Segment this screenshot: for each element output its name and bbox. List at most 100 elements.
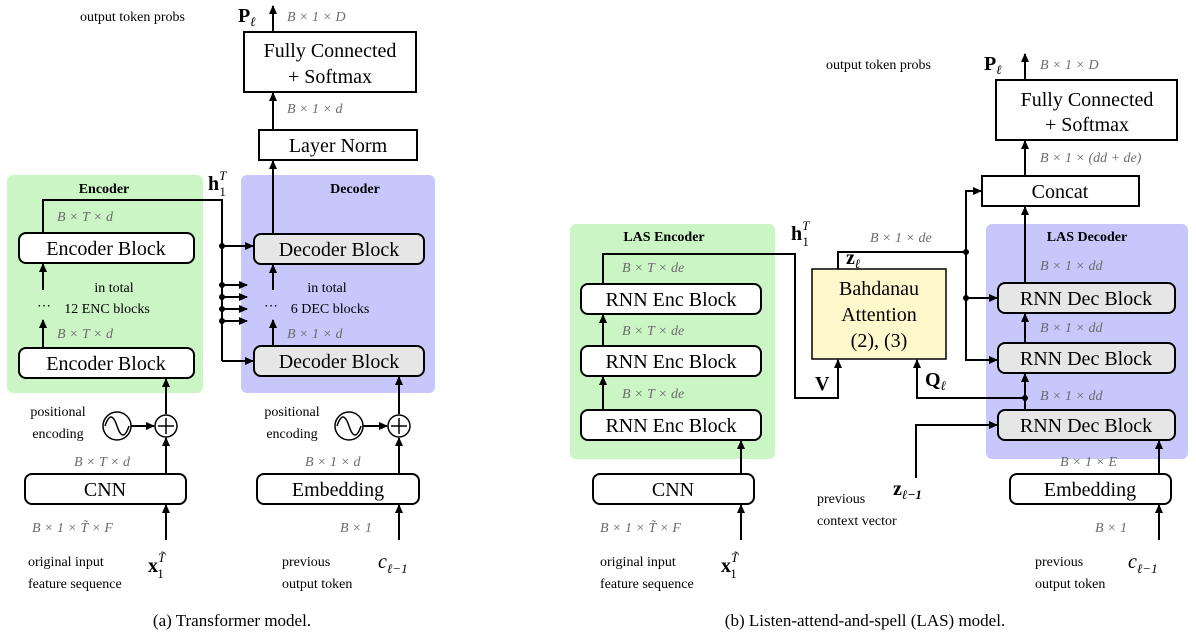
las-rnn-enc-2-label: RNN Enc Block <box>605 351 736 373</box>
las-rnn-dec-block-3 <box>997 282 1176 314</box>
z-l-symbol: zℓ <box>846 247 860 271</box>
enc-total-line1: in total <box>94 281 133 296</box>
attn-line3: (2), (3) <box>851 330 908 352</box>
output-token-probs-label: output token probs <box>80 10 185 25</box>
las-output-probs-label: output token probs <box>826 58 931 73</box>
las-encoder-title: LAS Encoder <box>623 230 704 245</box>
q-l-symbol: Qℓ <box>925 369 946 393</box>
las-embedding-label: Embedding <box>1044 479 1136 501</box>
las-dim-enc-mid2: B × T × de <box>622 387 684 402</box>
svg-text:⋯: ⋯ <box>264 299 278 314</box>
dec-sinusoid-icon <box>334 411 364 441</box>
las-rnn-dec-block-1 <box>997 409 1176 441</box>
las-cnn-box <box>592 473 755 505</box>
enc-total-line2: 12 ENC blocks <box>64 302 150 317</box>
las-p-l-symbol: Pℓ <box>984 53 1002 77</box>
las-fc-box <box>995 79 1178 141</box>
svg-text:⋯: ⋯ <box>37 299 51 314</box>
las-x-symbol: xT̃1 <box>721 550 739 581</box>
las-orig-input-2: feature sequence <box>600 577 694 592</box>
dec-total-line1: in total <box>307 281 346 296</box>
las-diagram: LAS Encoder LAS Decoder output token pro… <box>570 53 1188 630</box>
x-symbol: xT̃1 <box>148 550 166 581</box>
fc-label-line2: + Softmax <box>288 66 372 88</box>
dim-enc-mid: B × T × d <box>57 327 114 342</box>
las-rnn-dec-2-label: RNN Dec Block <box>1020 348 1152 370</box>
las-rnn-enc-3-label: RNN Enc Block <box>605 289 736 311</box>
z-prev-symbol: zℓ−1 <box>893 478 922 502</box>
dim-cnn-in: B × 1 × T̃ × F <box>32 520 113 536</box>
dec-add-icon <box>387 414 411 438</box>
las-prev-out-2: output token <box>1035 577 1105 592</box>
dec-positional-label-1: positional <box>264 405 319 420</box>
las-dim-emb-in: B × 1 <box>1095 521 1127 536</box>
enc-positional-label-1: positional <box>30 405 85 420</box>
las-embedding-box <box>1009 473 1172 505</box>
las-orig-input-1: original input <box>600 555 676 570</box>
las-dim-z: B × 1 × de <box>870 231 932 246</box>
layer-norm-label: Layer Norm <box>289 135 388 157</box>
las-dim-output: B × 1 × D <box>1040 58 1099 73</box>
las-dim-dec3: B × 1 × dd <box>1040 389 1103 404</box>
las-dim-cnn-in: B × 1 × T̃ × F <box>600 520 681 536</box>
las-dim-dec2: B × 1 × dd <box>1040 321 1103 336</box>
attn-line2: Attention <box>841 304 917 326</box>
dim-emb-out: B × 1 × d <box>305 455 361 470</box>
las-dim-dec1: B × 1 × dd <box>1040 259 1103 274</box>
attn-line1: Bahdanau <box>839 278 919 300</box>
encoder-block-bottom-label: Encoder Block <box>46 353 165 375</box>
encoder-block-top-label: Encoder Block <box>46 238 165 260</box>
las-rnn-enc-block-2 <box>580 345 762 377</box>
encoder-title: Encoder <box>79 182 130 197</box>
las-rnn-enc-1-label: RNN Enc Block <box>605 415 736 437</box>
dim-enc-top: B × T × d <box>57 210 114 225</box>
concat-label: Concat <box>1032 181 1089 203</box>
bahdanau-attention-box <box>811 268 947 360</box>
dim-cnn-out: B × T × d <box>74 455 131 470</box>
cnn-label: CNN <box>84 479 126 501</box>
decoder-block-top-label: Decoder Block <box>279 239 400 261</box>
dec-positional-label-2: encoding <box>266 427 317 442</box>
dim-fc-in: B × 1 × d <box>287 102 343 117</box>
decoder-title: Decoder <box>330 182 380 197</box>
fc-label-line1: Fully Connected <box>264 40 397 62</box>
las-fc-line2: + Softmax <box>1045 114 1129 136</box>
orig-input-line1: original input <box>28 555 104 570</box>
las-dim-enc-mid1: B × T × de <box>622 324 684 339</box>
c-prev-symbol: cℓ−1 <box>378 551 408 576</box>
cnn-box <box>24 473 187 505</box>
encoder-block-bottom <box>18 347 195 379</box>
encoder-region <box>7 175 203 393</box>
las-rnn-dec-3-label: RNN Dec Block <box>1020 288 1152 310</box>
decoder-region <box>241 175 435 393</box>
las-dim-concat-out: B × 1 × (dd + de) <box>1040 151 1142 166</box>
dim-emb-in: B × 1 <box>340 521 372 536</box>
las-rnn-enc-block-3 <box>580 283 762 315</box>
concat-box <box>981 175 1140 207</box>
prev-out-line1: previous <box>282 555 330 570</box>
decoder-block-bottom-label: Decoder Block <box>279 351 400 373</box>
las-decoder-title: LAS Decoder <box>1047 230 1128 245</box>
las-dim-enc-top: B × T × de <box>622 261 684 276</box>
dim-dec-mid: B × 1 × d <box>287 327 343 342</box>
enc-add-icon <box>154 414 178 438</box>
decoder-block-bottom <box>253 345 425 377</box>
prev-out-line2: output token <box>282 577 352 592</box>
v-symbol: V <box>815 373 830 395</box>
las-rnn-dec-block-2 <box>997 342 1176 374</box>
las-rnn-enc-block-1 <box>580 409 762 441</box>
orig-input-line2: feature sequence <box>28 577 122 592</box>
dec-total-line2: 6 DEC blocks <box>291 302 370 317</box>
las-encoder-region <box>570 224 775 459</box>
p-l-symbol: Pℓ <box>238 5 256 29</box>
embedding-box <box>256 473 420 505</box>
layer-norm-box <box>258 129 418 161</box>
dim-output: B × 1 × D <box>287 10 346 25</box>
las-fc-line1: Fully Connected <box>1021 89 1154 111</box>
enc-sinusoid-icon <box>102 411 132 441</box>
fully-connected-softmax-box <box>243 31 417 93</box>
transformer-diagram: Encoder Decoder output token probs Pℓ B … <box>7 5 435 630</box>
